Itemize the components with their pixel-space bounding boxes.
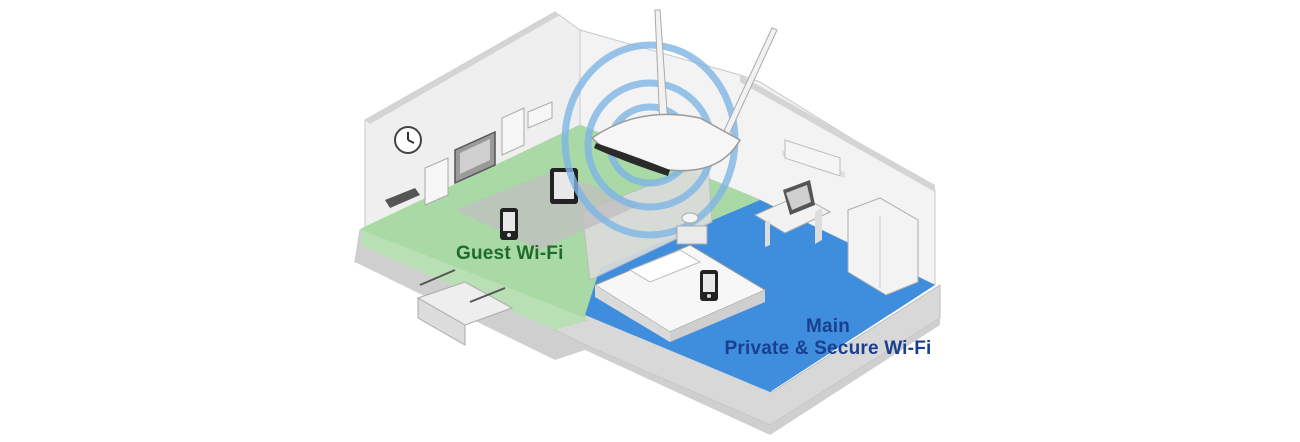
main-wifi-label: Main Private & Secure Wi-Fi: [716, 316, 940, 360]
back-right-wall-top: [740, 75, 935, 192]
bed-icon: [593, 244, 767, 342]
laptop-icon: [783, 180, 815, 215]
smartphone-icon: [700, 270, 718, 301]
back-left-wall-top: [365, 12, 560, 124]
main-wifi-title: Main: [805, 316, 851, 337]
router-icon: [590, 9, 778, 176]
clock-icon: [394, 126, 422, 154]
guest-wifi-label: Guest Wi-Fi: [456, 243, 564, 264]
main-wifi-subtitle: Private & Secure Wi-Fi: [724, 337, 932, 359]
wardrobe-icon: [847, 197, 919, 296]
guest-floor-lower: [360, 230, 590, 330]
media-shelves: [385, 101, 553, 208]
smartphone-icon: [500, 208, 518, 240]
tv-icon: [454, 130, 496, 185]
stairs: [416, 269, 514, 346]
bookshelf: [782, 139, 845, 178]
lamp-icon: [676, 212, 708, 245]
